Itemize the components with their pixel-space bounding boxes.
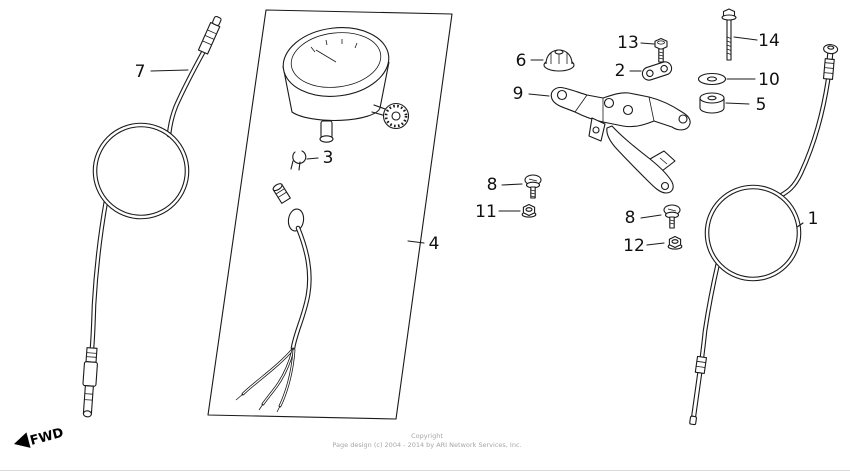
screw-8b-drawing	[663, 204, 681, 229]
callout-12-label: 12	[623, 236, 645, 256]
callout-10: 10	[726, 70, 780, 90]
callout-2: 2	[615, 61, 642, 81]
callout-3-label: 3	[323, 148, 334, 168]
callout-4: 4	[407, 234, 440, 254]
callout-10-label: 10	[758, 70, 780, 90]
callout-4-label: 4	[429, 234, 440, 254]
screw-8a-drawing	[524, 174, 542, 199]
cable-7-bottom-fitting	[82, 347, 98, 418]
cap-6-drawing	[543, 49, 575, 72]
nut-11-drawing	[521, 203, 537, 218]
bolt-14-drawing	[721, 8, 737, 61]
callout-1-label: 1	[808, 209, 819, 229]
cable-1-drawing	[689, 44, 839, 426]
callout-11-label: 11	[475, 202, 497, 222]
nut-12-drawing	[667, 235, 683, 250]
callout-2-label: 2	[615, 61, 626, 81]
speedometer-cable-7-drawing	[82, 15, 222, 418]
callout-7-label: 7	[135, 62, 146, 82]
speedometer-drawing	[282, 27, 410, 143]
callout-13-label: 13	[617, 33, 639, 53]
callout-11: 11	[475, 202, 521, 222]
callout-5-label: 5	[756, 95, 767, 115]
sensor-cable-drawing	[235, 183, 309, 413]
bracket-9-drawing	[550, 87, 691, 194]
fwd-label: FWD	[29, 426, 66, 449]
callout-8b: 8	[625, 208, 662, 228]
panel-outline	[207, 9, 453, 420]
copyright-line1: Copyright	[411, 432, 443, 440]
callout-8b-label: 8	[625, 208, 636, 228]
washer-10-drawing	[697, 72, 727, 86]
fwd-arrow-icon: FWD	[14, 426, 66, 449]
callout-3: 3	[306, 148, 334, 168]
callout-13: 13	[617, 33, 655, 53]
callout-9: 9	[513, 84, 550, 104]
callout-12: 12	[623, 236, 665, 256]
plate-2-drawing	[641, 61, 673, 81]
callout-14-label: 14	[758, 31, 780, 51]
callout-6-label: 6	[516, 51, 527, 71]
callout-14: 14	[733, 31, 780, 51]
clip-3-drawing	[290, 150, 307, 171]
callout-9-label: 9	[513, 84, 524, 104]
cable-1-bottom-fitting	[689, 355, 708, 426]
callout-5: 5	[725, 95, 767, 115]
callout-6: 6	[516, 51, 544, 71]
copyright-line2: Page design (c) 2004 - 2014 by ARI Netwo…	[332, 441, 521, 449]
callout-8a: 8	[487, 175, 523, 195]
grommet-5-drawing	[699, 92, 725, 114]
callout-1: 1	[796, 209, 819, 229]
callout-8a-label: 8	[487, 175, 498, 195]
callout-7: 7	[135, 62, 189, 82]
copyright: Copyright Page design (c) 2004 - 2014 by…	[332, 432, 521, 449]
sensor-connector	[272, 183, 291, 204]
cable-7-top-fitting	[197, 15, 222, 55]
bolt-13-drawing	[654, 37, 668, 63]
cable-1-top-fitting	[822, 44, 839, 80]
speedometer-knob	[382, 102, 410, 130]
